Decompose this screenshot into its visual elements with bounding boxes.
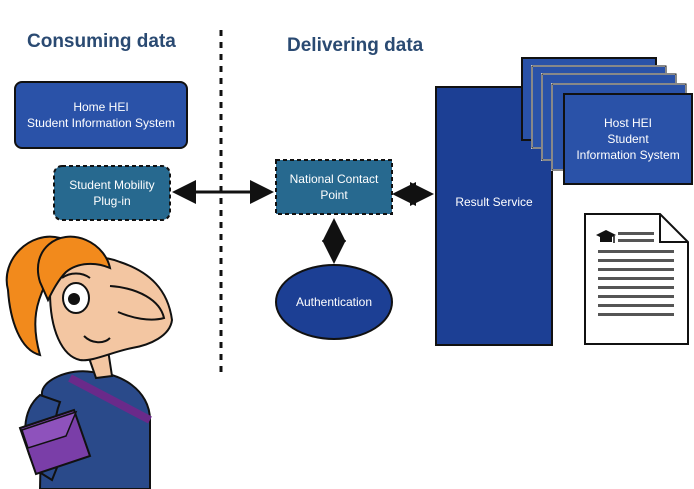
home-hei-line2: Student Information System bbox=[26, 116, 176, 130]
authentication-label: Authentication bbox=[295, 295, 373, 309]
ncp-label: National Contact Point bbox=[276, 160, 392, 214]
shoulder-bag-icon bbox=[18, 408, 92, 476]
consuming-data-heading: Consuming data bbox=[27, 31, 176, 52]
host-hei-line3: Information System bbox=[576, 148, 680, 162]
ncp-line2: Point bbox=[320, 188, 348, 202]
ncp-box bbox=[275, 159, 393, 215]
graduation-cap-icon bbox=[596, 230, 616, 243]
plugin-line1: Student Mobility bbox=[69, 178, 155, 192]
home-hei-label: Home HEI Student Information System bbox=[15, 82, 187, 148]
home-hei-line1: Home HEI bbox=[73, 100, 129, 114]
plugin-label: Student Mobility Plug-in bbox=[54, 166, 170, 220]
plugin-line2: Plug-in bbox=[93, 194, 131, 208]
ncp-line1: National Contact bbox=[289, 172, 379, 186]
authentication-ellipse bbox=[275, 264, 393, 340]
delivering-data-heading: Delivering data bbox=[287, 35, 424, 56]
host-hei-line2: Student bbox=[607, 132, 649, 146]
document-icon bbox=[584, 213, 689, 345]
result-service-label: Result Service bbox=[455, 195, 533, 209]
host-hei-label: Host HEI Student Information System bbox=[564, 94, 692, 184]
student-character-icon bbox=[5, 235, 174, 489]
plugin-box bbox=[53, 165, 171, 221]
home-hei-box bbox=[14, 81, 188, 149]
host-hei-stack bbox=[521, 57, 693, 185]
host-hei-line1: Host HEI bbox=[603, 116, 652, 130]
